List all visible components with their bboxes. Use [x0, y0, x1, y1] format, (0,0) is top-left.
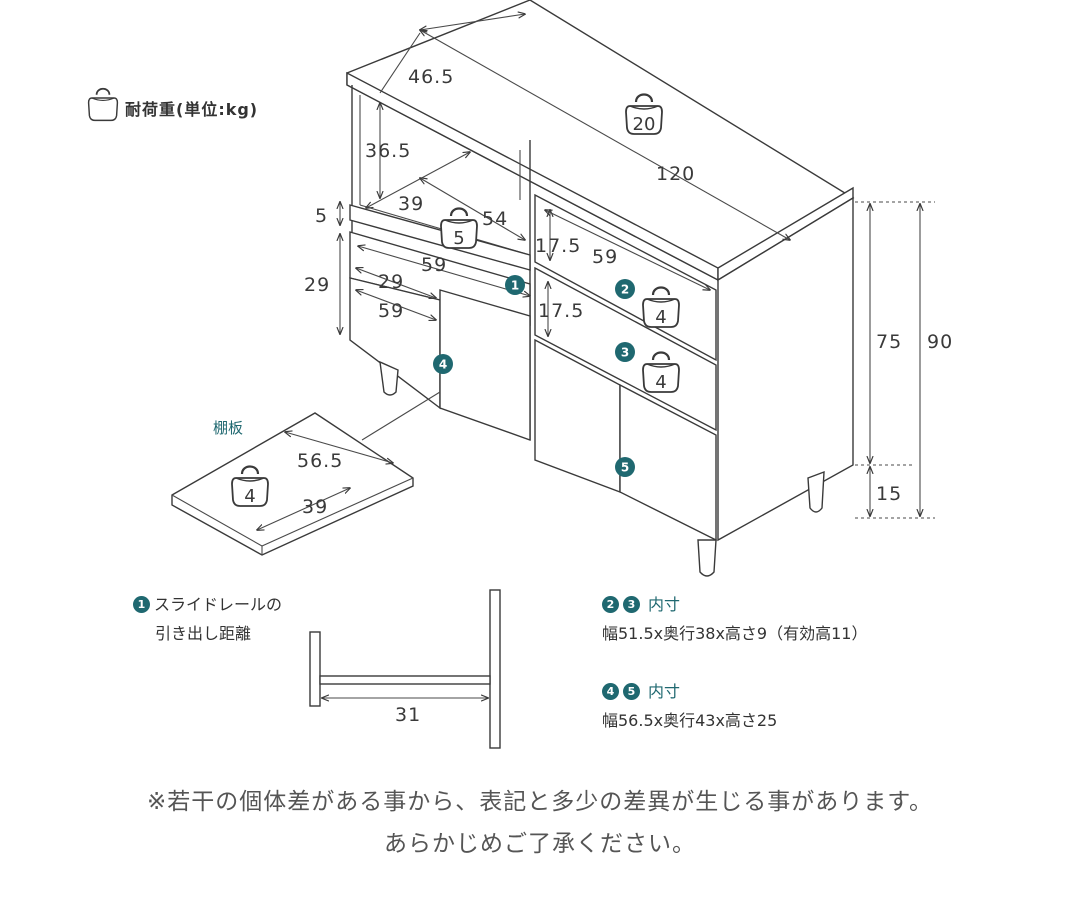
rail-line2: 引き出し距離: [155, 624, 252, 643]
dim-width: 120: [656, 163, 695, 185]
dim-left-height: 29: [304, 274, 330, 296]
badge-4: 4: [433, 354, 453, 374]
dim-total-height: 90: [927, 331, 953, 353]
inner-dims-23: 2 3 内寸 幅51.5x奥行38x高さ9（有効高11）: [602, 590, 867, 648]
inner45-badge-4: 4: [602, 683, 619, 700]
dim-leg-height: 15: [876, 483, 902, 505]
svg-text:1: 1: [511, 279, 519, 293]
dim-right-drawer-h1: 17.5: [535, 235, 581, 257]
rail-badge: 1: [133, 596, 150, 613]
dim-rail-distance: 31: [395, 704, 421, 726]
inner45-badge-5: 5: [623, 683, 640, 700]
dim-right-drawer-w: 59: [592, 246, 618, 268]
dim-right-drawer-h2: 17.5: [538, 300, 584, 322]
footer-line1: ※若干の個体差がある事から、表記と多少の差異が生じる事があります。: [147, 789, 933, 815]
dim-tray-width: 54: [482, 208, 508, 230]
dim-top-depth: 46.5: [408, 66, 454, 88]
svg-text:3: 3: [621, 346, 629, 360]
load-shelf: 4: [230, 465, 270, 508]
shelf-board: 56.5 39 4: [171, 412, 414, 556]
svg-text:4: 4: [655, 307, 666, 328]
badge-2: 2: [615, 279, 635, 299]
rail-line1: スライドレールの: [154, 595, 283, 614]
dim-shelf-width: 56.5: [297, 450, 343, 472]
dim-shelf-depth: 39: [302, 496, 328, 518]
inner23-title: 内寸: [648, 595, 681, 614]
svg-text:5: 5: [621, 461, 629, 475]
svg-text:4: 4: [244, 486, 255, 507]
legend-weight-icon: [87, 87, 119, 122]
dim-tray-depth: 39: [398, 193, 424, 215]
dim-open-height: 36.5: [365, 140, 411, 162]
inner23-badge-3: 3: [623, 596, 640, 613]
dim-left-width-b: 59: [378, 300, 404, 322]
dim-left-width-a: 59: [421, 254, 447, 276]
footer-line2: あらかじめご了承ください。: [384, 831, 696, 857]
inner45-text: 幅56.5x奥行43x高さ25: [602, 711, 778, 730]
badge-5: 5: [615, 457, 635, 477]
svg-text:2: 2: [621, 283, 629, 297]
shelf-label: 棚板: [213, 419, 244, 437]
dim-left-inner-depth: 29: [378, 271, 404, 293]
load-legend-label: 耐荷重(単位:kg): [125, 100, 259, 119]
dim-body-height: 75: [876, 331, 902, 353]
load-top: 20: [624, 93, 664, 136]
svg-text:5: 5: [453, 228, 464, 249]
load-tray: 5: [439, 207, 479, 250]
inner45-title: 内寸: [648, 682, 681, 701]
inner23-badge-2: 2: [602, 596, 619, 613]
slide-rail-diagram: 31: [309, 589, 501, 749]
svg-text:4: 4: [655, 372, 666, 393]
svg-text:20: 20: [633, 114, 656, 135]
load-drawer3: 4: [641, 351, 681, 394]
rail-note: 1 スライドレールの 引き出し距離: [133, 590, 282, 648]
load-drawer2: 4: [641, 286, 681, 329]
dim-tray-height: 5: [315, 205, 328, 227]
inner-dims-45: 4 5 内寸 幅56.5x奥行43x高さ25: [602, 677, 777, 735]
badge-3: 3: [615, 342, 635, 362]
badge-1: 1: [505, 275, 525, 295]
load-legend: 耐荷重(単位:kg): [125, 96, 258, 120]
dimension-lines: [340, 14, 935, 519]
inner23-text: 幅51.5x奥行38x高さ9（有効高11）: [602, 624, 868, 643]
dimension-labels: 46.5 120 36.5 39 54 5 29 29 59 59 17.5 5…: [304, 66, 953, 505]
svg-text:4: 4: [439, 358, 447, 372]
